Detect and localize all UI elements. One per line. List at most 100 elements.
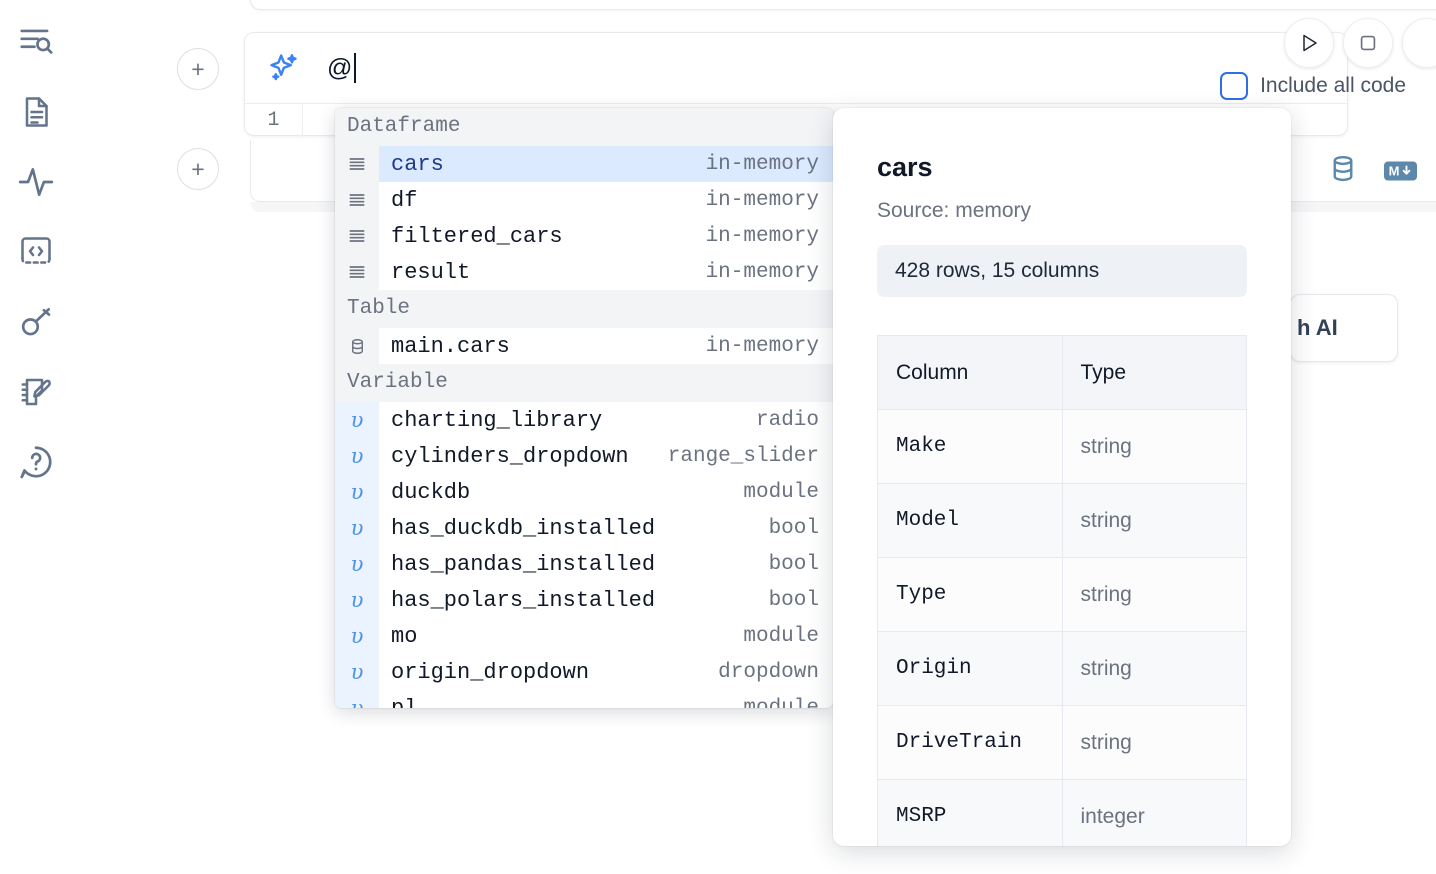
schema-header-row: Column Type [877, 335, 1247, 410]
sidebar-icon-rail [0, 0, 72, 874]
secrets-key-icon[interactable] [12, 298, 60, 346]
line-number: 1 [267, 108, 280, 132]
schema-column-type: string [1061, 483, 1247, 558]
include-all-code-label: Include all code [1260, 74, 1406, 97]
autocomplete-item[interactable]: filtered_cars in-memory [335, 218, 833, 254]
stop-button[interactable] [1343, 18, 1393, 68]
autocomplete-group-header: Variable [335, 364, 833, 402]
variable-icon: υ [335, 690, 379, 708]
autocomplete-item-meta: module [743, 624, 819, 648]
code-cell-toolbar: M [1328, 153, 1417, 188]
include-all-code-row[interactable]: Include all code [1220, 72, 1406, 100]
autocomplete-item-body: charting_library radio [379, 402, 833, 438]
autocomplete-item-label: has_pandas_installed [391, 551, 656, 577]
dataframe-icon [335, 182, 379, 218]
help-icon[interactable] [12, 438, 60, 486]
schema-column-name: DriveTrain [877, 705, 1063, 780]
autocomplete-item-label: has_polars_installed [391, 587, 656, 613]
database-icon[interactable] [1328, 153, 1358, 188]
variable-icon: υ [335, 438, 379, 474]
preview-source: Source: memory [877, 199, 1032, 222]
schema-column-name: Model [877, 483, 1063, 558]
markdown-badge-label: M [1388, 163, 1400, 178]
autocomplete-item-label: cars [391, 151, 444, 177]
variable-icon: υ [335, 474, 379, 510]
schema-column-type: string [1061, 409, 1247, 484]
schema-column-name: Type [877, 557, 1063, 632]
autocomplete-item-label: charting_library [391, 407, 603, 433]
text-caret [353, 53, 356, 83]
schema-column-name: MSRP [877, 779, 1063, 846]
scratchpad-icon[interactable] [12, 368, 60, 416]
schema-column-type: string [1061, 705, 1247, 780]
preview-shape: 428 rows, 15 columns [877, 245, 1247, 297]
variable-icon: υ [335, 510, 379, 546]
autocomplete-item-meta: dropdown [718, 660, 819, 684]
autocomplete-item-meta: in-memory [705, 224, 819, 248]
autocomplete-item-label: df [391, 187, 418, 213]
dataframe-icon [335, 254, 379, 290]
ai-prompt-row: @ [245, 33, 1347, 103]
activity-icon[interactable] [12, 158, 60, 206]
add-cell-button-top[interactable]: + [177, 48, 219, 90]
autocomplete-item-body: mo module [379, 618, 833, 654]
autocomplete-item-label: filtered_cars [391, 223, 563, 249]
schema-header-type: Type [1061, 335, 1247, 410]
autocomplete-item-meta: module [743, 480, 819, 504]
schema-column-type: integer [1061, 779, 1247, 846]
explore-icon[interactable] [12, 18, 60, 66]
autocomplete-item-body: pl module [379, 690, 833, 709]
preview-title: cars [877, 152, 933, 182]
autocomplete-item-meta: module [743, 696, 819, 709]
dataframe-preview-panel: cars Source: memory 428 rows, 15 columns… [833, 108, 1291, 846]
generate-with-ai-button[interactable]: h AI [1290, 294, 1398, 362]
autocomplete-item-label: pl [391, 695, 418, 709]
ai-prompt-input[interactable]: @ [327, 48, 1347, 88]
schema-column-name: Origin [877, 631, 1063, 706]
autocomplete-item-label: mo [391, 623, 418, 649]
schema-column-name: Make [877, 409, 1063, 484]
code-snippets-icon[interactable] [12, 228, 60, 276]
schema-column-type: string [1061, 557, 1247, 632]
ai-cell-divider [245, 103, 1347, 104]
include-all-code-checkbox[interactable] [1220, 72, 1249, 100]
dataframe-icon [335, 218, 379, 254]
autocomplete-item-label: duckdb [391, 479, 471, 505]
variable-icon: υ [335, 618, 379, 654]
more-actions-button[interactable] [1402, 18, 1436, 68]
file-icon[interactable] [12, 88, 60, 136]
autocomplete-item-meta: in-memory [705, 334, 819, 358]
markdown-icon[interactable]: M [1383, 161, 1417, 180]
add-cell-button-bottom[interactable]: + [177, 148, 219, 190]
autocomplete-item-meta: radio [755, 408, 819, 432]
autocomplete-item-label: cylinders_dropdown [391, 443, 629, 469]
run-button[interactable] [1284, 18, 1334, 68]
